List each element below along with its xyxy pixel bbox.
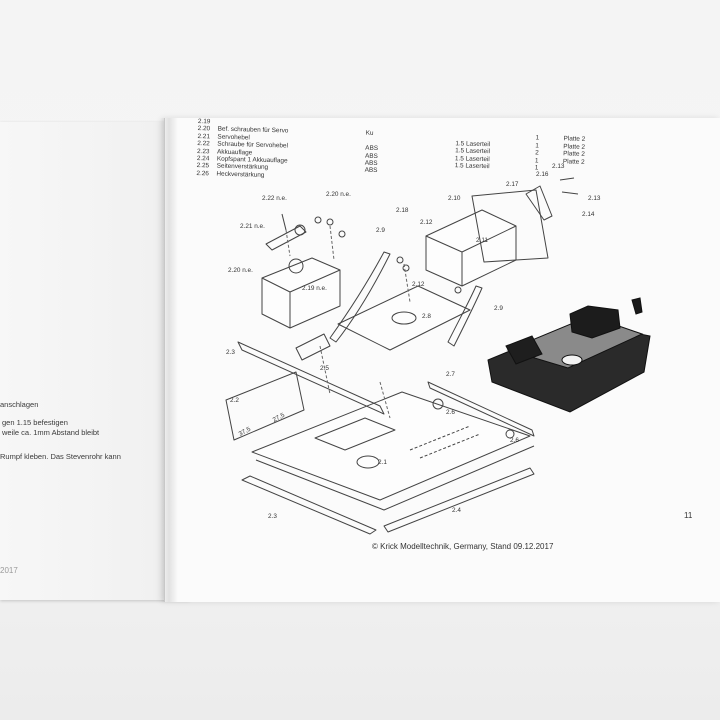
callout-2-11: 2.11 xyxy=(476,237,488,244)
callout-2-14: 2.14 xyxy=(582,211,595,218)
left-text-line-3: weile ca. 1mm Abstand bleibt xyxy=(2,428,100,437)
servo-arm-2-21 xyxy=(265,225,307,251)
servo-tray-2-8 xyxy=(337,285,471,351)
callout-2-6-b: 2.6 xyxy=(510,437,519,444)
page-gutter xyxy=(160,118,178,602)
dimension-37-5: 37,5 xyxy=(238,426,253,438)
part-2-6-b xyxy=(505,429,515,439)
callout-2-4: 2.4 xyxy=(452,507,461,514)
callout-2-21: 2.21 n.e. xyxy=(240,223,265,230)
callout-2-13-a: 2.13 xyxy=(552,163,565,170)
screw-2-20 xyxy=(314,216,322,224)
screw-2-18 xyxy=(396,256,404,264)
callout-2-2: 2.2 xyxy=(230,397,239,404)
brace-2-9-left xyxy=(329,251,391,343)
left-text-line-1: anschlagen xyxy=(0,400,39,409)
callout-2-13-b: 2.13 xyxy=(588,195,601,202)
assembly-render xyxy=(487,297,651,413)
callout-2-16: 2.16 xyxy=(536,171,549,178)
copyright-line: © Krick Modelltechnik, Germany, Stand 09… xyxy=(372,542,554,551)
strip-2-4 xyxy=(383,467,535,533)
left-footer-date: 2017 xyxy=(0,566,18,575)
part-2-5 xyxy=(295,333,331,361)
left-text-line-4: Rumpf kleben. Das Stevenrohr kann xyxy=(0,452,121,461)
callout-2-7: 2.7 xyxy=(446,371,455,378)
callout-2-22: 2.22 n.e. xyxy=(262,195,287,202)
side-rail-2-3-front xyxy=(241,475,377,535)
brace-2-9-right xyxy=(447,285,483,347)
bracket-2-10 xyxy=(471,189,549,263)
callout-2-3-b: 2.3 xyxy=(268,513,277,520)
callout-2-20-b: 2.20 n.e. xyxy=(228,267,253,274)
callout-2-3-a: 2.3 xyxy=(226,349,235,356)
left-page xyxy=(0,122,190,600)
base-plate-hole xyxy=(356,455,380,469)
servo-2-19 xyxy=(261,257,341,329)
page-number: 11 xyxy=(684,511,693,520)
exploded-assembly-diagram: 2.13 2.16 2.17 2.13 2.14 2.10 2.22 n.e. … xyxy=(225,163,651,535)
screw-2-13 xyxy=(559,177,579,195)
callout-2-10: 2.10 xyxy=(448,195,461,202)
callout-2-6-a: 2.6 xyxy=(446,409,455,416)
dimension-27-5: 27,5 xyxy=(272,412,287,424)
callout-2-19: 2.19 n.e. xyxy=(302,285,327,292)
callout-2-12-b: 2.12 xyxy=(412,281,425,288)
side-plate-2-2 xyxy=(225,371,305,441)
callout-2-5: 2.5 xyxy=(320,365,329,372)
screw-2-22 xyxy=(281,213,287,231)
rail-2-7 xyxy=(427,381,535,437)
callout-2-18: 2.18 xyxy=(396,207,409,214)
arm-2-17 xyxy=(525,185,553,221)
callout-2-17: 2.17 xyxy=(506,181,519,188)
base-plate-cutout xyxy=(314,417,396,451)
side-rail-2-3-left xyxy=(237,341,385,415)
callout-2-1: 2.1 xyxy=(378,459,387,466)
part-2-6-a xyxy=(432,398,444,410)
callout-2-20-a: 2.20 n.e. xyxy=(326,191,351,198)
callout-2-8: 2.8 xyxy=(422,313,431,320)
base-plate-2-1 xyxy=(251,391,531,501)
left-text-line-2: gen 1.15 befestigen xyxy=(2,418,68,427)
callout-2-12-a: 2.12 xyxy=(420,219,433,226)
callout-2-9-b: 2.9 xyxy=(494,305,503,312)
callout-2-9-a: 2.9 xyxy=(376,227,385,234)
